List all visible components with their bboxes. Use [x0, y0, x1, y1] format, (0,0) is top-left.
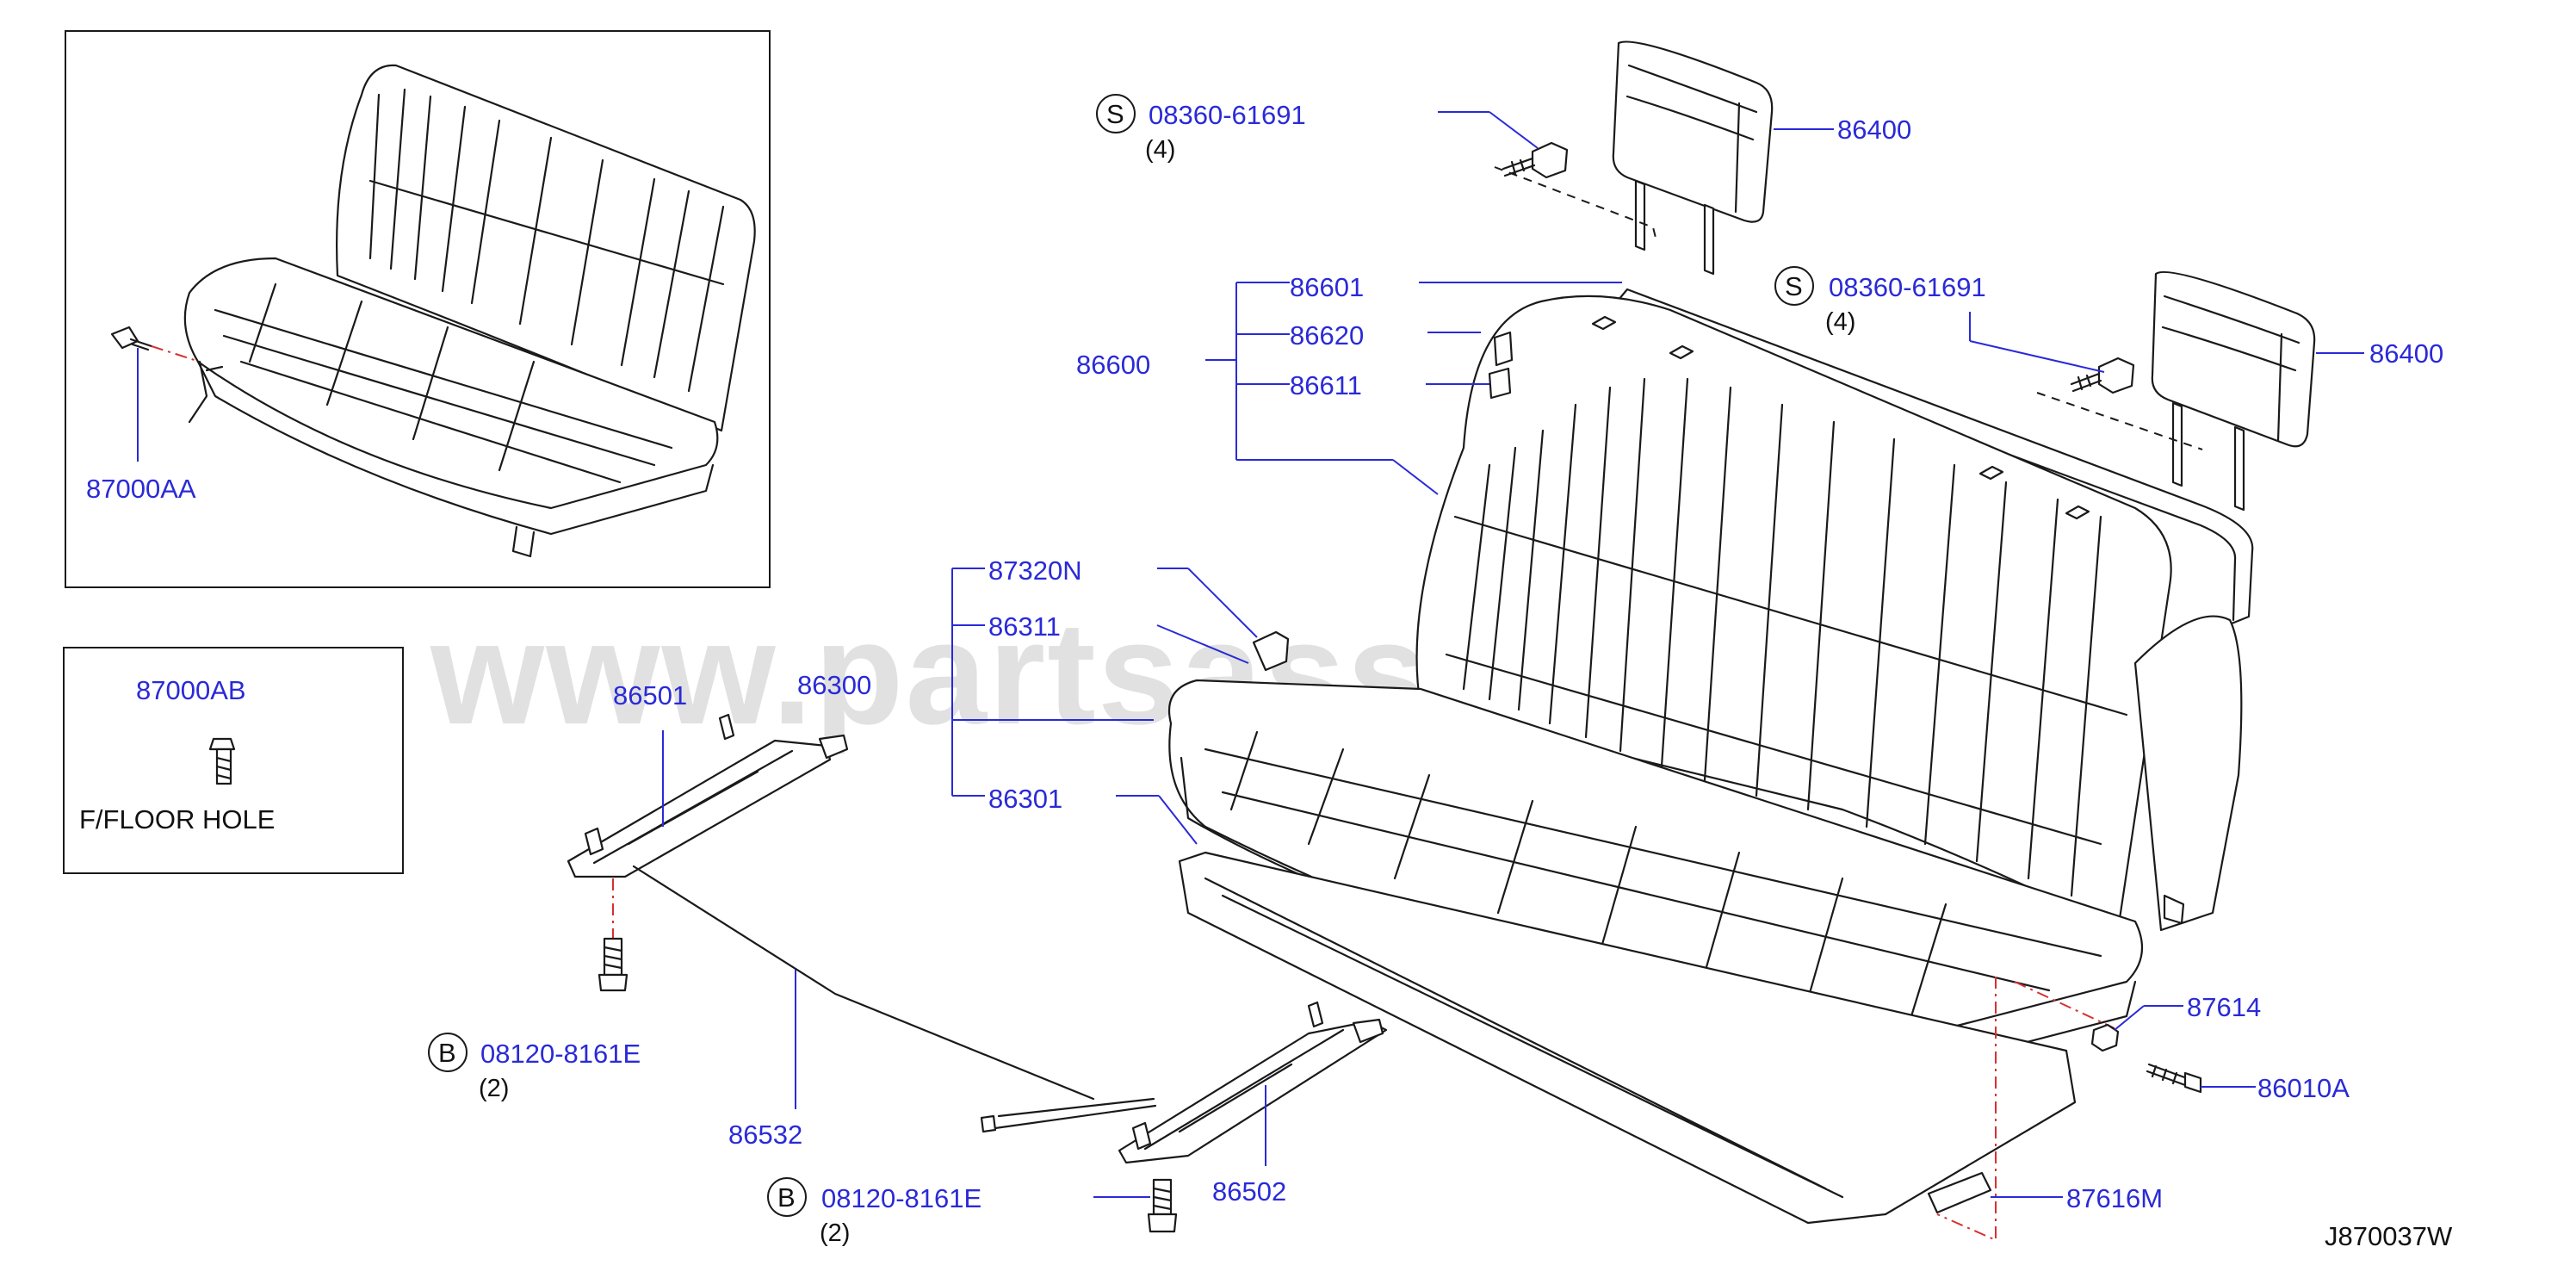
label-86300: 86300 [797, 670, 871, 700]
bolt-08360-upper: S 08360-61691 (4) [1096, 94, 1657, 242]
qty-08120-lower: (2) [820, 1219, 850, 1247]
label-86311: 86311 [988, 611, 1061, 642]
adjuster-86501: 86501 B 08120-8161E (2) [428, 680, 849, 1102]
floor-bolt-icon [208, 737, 236, 785]
label-08360-61691-lower: 08360-61691 [1829, 272, 1986, 302]
adjuster-86502: 86502 B 08120-8161E (2) [767, 1001, 1388, 1247]
label-86400-upper: 86400 [1837, 115, 1911, 145]
rod-86532: 86532 [632, 865, 1157, 1150]
qty-08360-lower: (4) [1825, 308, 1855, 336]
qty-08120-upper: (2) [479, 1075, 509, 1102]
label-87616M: 87616M [2066, 1183, 2163, 1213]
label-86502: 86502 [1212, 1176, 1286, 1207]
hardware-87616M: 87616M [1927, 977, 2163, 1242]
label-87320N: 87320N [988, 555, 1082, 586]
inset-seat-drawing [183, 64, 756, 558]
label-86501: 86501 [613, 680, 687, 710]
label-86600: 86600 [1076, 350, 1150, 380]
badge-b-lower-text: B [777, 1182, 796, 1213]
seatback-callouts: 86600 86601 86620 86611 [1076, 272, 1622, 495]
inset-complete-seat: 87000AA [65, 30, 771, 588]
inset-floor-hole: 87000AB F/FLOOR HOLE [63, 647, 404, 874]
main-seat-drawing [1167, 288, 2254, 1225]
hardware-87614: 87614 [2014, 981, 2261, 1052]
label-87000AB: 87000AB [136, 675, 246, 705]
hardware-86010A: 86010A [2146, 1063, 2350, 1103]
badge-s-upper [1096, 94, 1136, 133]
inset-top-frame [65, 30, 771, 588]
badge-b-upper-text: B [438, 1038, 456, 1068]
label-87614: 87614 [2187, 992, 2261, 1022]
floor-hole-note: F/FLOOR HOLE [79, 804, 275, 834]
diagram-code: J870037W [2325, 1221, 2453, 1251]
label-86611: 86611 [1290, 370, 1362, 400]
bolt-08360-lower: S 08360-61691 (4) [1774, 266, 2203, 450]
badge-s-upper-text: S [1106, 99, 1124, 129]
bolt-08120-upper-icon [598, 937, 629, 992]
label-08360-61691-upper: 08360-61691 [1149, 100, 1306, 130]
label-86620: 86620 [1290, 320, 1364, 351]
cushion-callouts: 87320N 86311 86300 86301 [797, 555, 1258, 845]
badge-s-lower [1774, 266, 1814, 306]
label-87000AA: 87000AA [86, 474, 196, 504]
label-86301: 86301 [988, 784, 1062, 814]
label-08120-8161E-lower: 08120-8161E [821, 1183, 981, 1213]
badge-b-lower [767, 1177, 807, 1217]
label-86532: 86532 [728, 1120, 802, 1150]
badge-b-upper [428, 1033, 468, 1072]
label-86400-lower: 86400 [2369, 338, 2443, 369]
bolt-08120-lower-icon [1147, 1178, 1178, 1233]
headrest-lower: 86400 [2151, 270, 2443, 512]
label-86601: 86601 [1290, 272, 1364, 302]
qty-08360-upper: (4) [1145, 136, 1175, 164]
bolt-87000AA-icon [110, 326, 153, 351]
inset-bottom-frame [63, 647, 404, 874]
headrest-upper: 86400 [1612, 40, 1911, 276]
label-08120-8161E-upper: 08120-8161E [480, 1039, 641, 1069]
badge-s-lower-text: S [1785, 271, 1803, 301]
label-86010A: 86010A [2257, 1073, 2350, 1103]
